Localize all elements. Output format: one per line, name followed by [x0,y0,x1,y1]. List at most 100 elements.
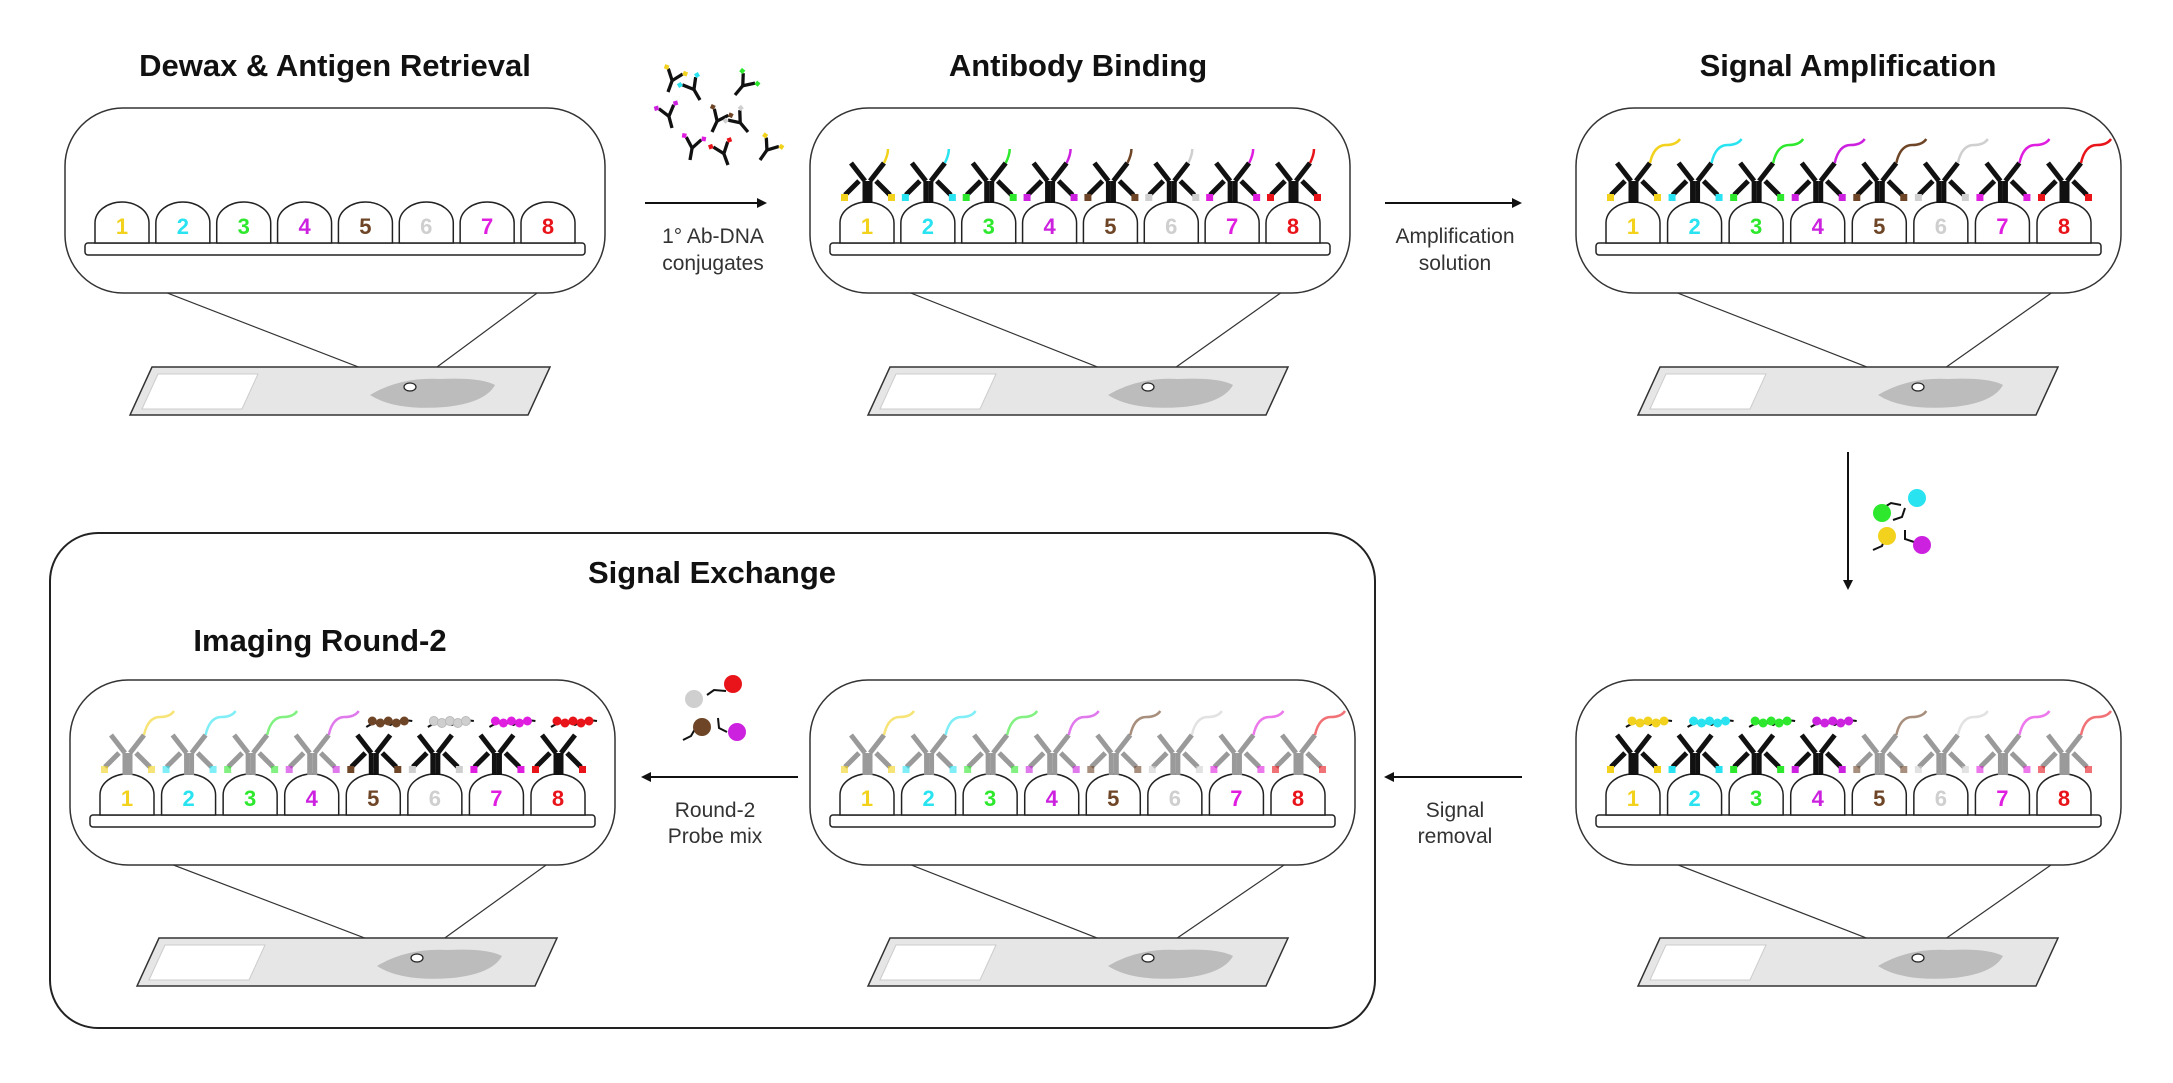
amplification-label-line2: solution [1419,252,1491,275]
cell-number: 5 [1873,214,1885,239]
conjugates-label-line2: conjugates [662,252,764,275]
cell-marker-3: 3 [962,773,1018,816]
cell-number: 3 [983,214,995,239]
cell-marker-8: 8 [1265,201,1321,244]
cell-marker-4: 4 [1789,201,1846,244]
antibody-icon [962,161,1017,203]
arrow-conjugates: 1° Ab-DNA conjugates [645,64,785,275]
cell-number: 7 [490,786,502,811]
cell-marker-8: 8 [520,201,576,244]
cell-number: 8 [542,214,554,239]
antibody-icon [1267,161,1321,203]
cell-marker-7: 7 [468,773,525,816]
cell-marker-8: 8 [1270,773,1326,816]
antibody-icon [1025,710,1100,775]
antibody-icon [841,161,895,203]
cell-number: 5 [1107,786,1119,811]
round2-probe-icon [682,675,746,741]
cell-marker-7: 7 [1974,201,2031,244]
cell-number: 3 [1750,214,1762,239]
antibody-icon [1607,716,1673,775]
antibody-icon [1148,710,1223,775]
cell-number: 4 [1046,786,1059,811]
cell-number: 1 [861,786,873,811]
cell-marker-6: 6 [1913,773,1969,816]
antibody-cluster-icon [653,64,785,166]
antibody-icon [1730,716,1796,775]
antibody-icon [1668,138,1743,203]
antibody-icon [1791,716,1857,775]
cell-number: 7 [481,214,493,239]
antibody-icon [347,716,413,775]
probe-mix-label-line2: Probe mix [668,825,763,848]
title-antibody-binding: Antibody Binding [949,48,1207,83]
antibody-icon [1791,138,1866,203]
cell-marker-2: 2 [155,201,211,244]
cell-marker-5: 5 [1851,773,1908,816]
antibody-icon [532,716,598,775]
title-signal-exchange: Signal Exchange [588,555,836,590]
antibody-icon [1853,138,1928,203]
antibody-icon [964,710,1039,775]
signal-exchange-frame [49,532,1376,1029]
cell-marker-3: 3 [960,201,1017,244]
cell-number: 3 [244,786,256,811]
antibody-icon [408,716,475,775]
cell-number: 8 [1287,214,1299,239]
cell-number: 5 [1873,786,1885,811]
cell-number: 1 [1627,214,1639,239]
arrow-imaging-probes [1843,452,1931,590]
free-antibody-icon [663,64,689,93]
cell-number: 6 [1935,214,1947,239]
glass-slide [135,937,559,987]
free-antibody-icon [758,132,785,161]
antibody-icon [1853,710,1928,775]
cell-number: 7 [1230,786,1242,811]
cell-number: 4 [1043,214,1056,239]
antibody-icon [1607,138,1682,203]
cell-number: 8 [2058,786,2070,811]
free-antibody-icon [653,100,679,129]
arrow-signal-removal: Signal removal [1384,772,1522,848]
cell-marker-6: 6 [1913,201,1969,244]
cell-number: 3 [238,214,250,239]
antibody-icon [841,710,916,775]
cell-marker-7: 7 [1974,773,2031,816]
cell-number: 5 [367,786,379,811]
cell-marker-5: 5 [1851,201,1908,244]
cell-marker-8: 8 [2036,201,2092,244]
cell-number: 7 [1996,214,2008,239]
cell-number: 3 [1750,786,1762,811]
cell-marker-1: 1 [1605,773,1661,816]
cell-marker-7: 7 [1204,201,1260,244]
cell-marker-8: 8 [2036,773,2092,816]
cell-number: 2 [922,214,934,239]
cell-number: 6 [420,214,432,239]
cell-number: 8 [552,786,564,811]
cell-marker-6: 6 [1143,201,1200,244]
glass-slide [1636,366,2060,416]
free-antibody-icon [733,67,761,97]
antibody-icon [224,710,299,775]
cell-marker-6: 6 [1147,773,1203,816]
cell-marker-3: 3 [1728,201,1784,244]
antibody-icon [1023,161,1078,203]
cell-number: 4 [306,786,319,811]
antibody-icon [162,710,237,775]
antibody-icon [470,716,536,775]
antibody-icon [1914,138,1989,203]
cell-marker-7: 7 [459,201,515,244]
cell-number: 8 [1292,786,1304,811]
cell-marker-3: 3 [222,773,278,816]
cell-number: 5 [359,214,371,239]
free-antibody-icon [722,104,750,134]
probe-mix-label-line1: Round-2 [675,799,756,822]
cell-number: 4 [1812,214,1825,239]
antibody-icon [901,161,956,203]
antibody-icon [2038,138,2113,203]
